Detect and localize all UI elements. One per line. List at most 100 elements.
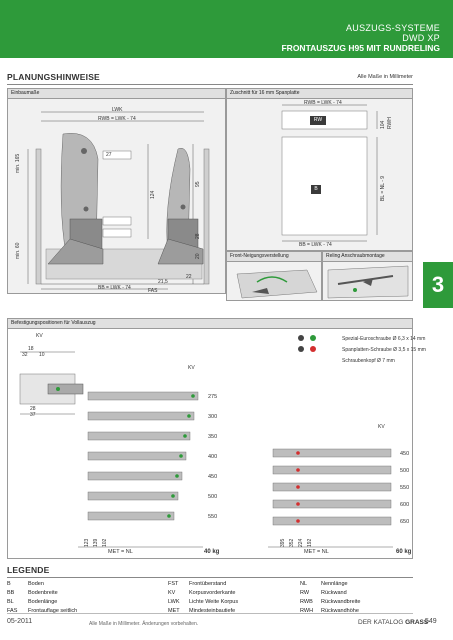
footer-note: Alle Maße in Millimeter. Änderungen vorb…: [89, 621, 199, 627]
panel-front-neigung: Front-Neigungsverstellung: [226, 251, 322, 301]
legend-key: LWK: [168, 599, 180, 605]
screw-label: Schraubenkopf Ø 7 mm: [342, 358, 395, 364]
legend-key: BB: [7, 590, 15, 596]
panel-title: Zuschnitt für 16 mm Spanplatte: [227, 89, 412, 99]
dim-95: 95: [195, 181, 201, 187]
legend-row: NL Nennlänge: [300, 581, 360, 590]
section-title-planung: PLANUNGSHINWEISE: [7, 72, 100, 82]
min-60-label: min. 60: [15, 242, 21, 259]
load-left: 40 kg: [204, 549, 220, 555]
nl-length-left: 400: [208, 454, 218, 460]
met-nl-left: MET = NL: [108, 549, 133, 555]
legend-row: LWK Lichte Weite Korpus: [168, 599, 238, 608]
dim-37: 37: [30, 412, 36, 418]
dim-22: 22: [186, 274, 192, 280]
screw-point: [191, 394, 195, 398]
kv-label: KV: [36, 333, 43, 339]
fas-label: FAS: [148, 288, 158, 294]
screw-point: [179, 454, 183, 458]
rwb-label: RWB = LWK - 74: [98, 116, 136, 122]
legend-row: BB Bodenbreite: [7, 590, 77, 599]
chapter-tab: 3: [423, 262, 453, 308]
runner-right: [272, 499, 392, 509]
runner-right: [272, 482, 392, 492]
legend-key: KV: [168, 590, 176, 596]
legend-key: B: [7, 581, 11, 587]
nl-length-left: 450: [208, 474, 218, 480]
legend-value: Mindesteinbautiefe: [189, 608, 236, 614]
dim-18: 18: [28, 346, 34, 352]
screw-point: [296, 451, 300, 455]
dim-20: 20: [195, 253, 201, 259]
rwh-value: 104: [380, 120, 386, 129]
min-165-label: min. 165: [15, 153, 21, 173]
panel-title: Reling Anschraubmontage: [323, 252, 412, 262]
zuschnitt-bb: BB = LWK - 74: [299, 242, 332, 248]
met-nl-right: MET = NL: [304, 549, 329, 555]
front-drawing: [236, 269, 318, 299]
legend-key: RW: [300, 590, 310, 596]
legend-key: NL: [300, 581, 308, 587]
screw-icon: [298, 335, 304, 341]
catalog-name: DER KATALOG: [358, 619, 404, 626]
header-band: AUSZUGS-SYSTEME DWD XP FRONTAUSZUG H95 M…: [0, 0, 453, 58]
legend-value: Nennlänge: [321, 581, 348, 587]
runner-right: [272, 448, 392, 458]
legend-row: RWB Rückwandbreite: [300, 599, 360, 608]
rw-box: RW: [310, 116, 326, 125]
legend-value: Frontüberstand: [189, 581, 227, 587]
panel-title: Front-Neigungsverstellung: [227, 252, 321, 262]
legend-key: RWB: [300, 599, 313, 605]
screw-point: [296, 468, 300, 472]
legend-key: BL: [7, 599, 14, 605]
screw-point: [296, 502, 300, 506]
kv-left: KV: [188, 365, 195, 371]
dim-28: 28: [30, 406, 36, 412]
screw-point: [175, 474, 179, 478]
nl-length-right: 600: [400, 502, 410, 508]
nl-length-left: 350: [208, 434, 218, 440]
page-number: 549: [425, 618, 437, 625]
screw-icon: [298, 346, 304, 352]
screw-point: [167, 514, 171, 518]
footer-divider: [7, 613, 413, 614]
panel-reling: Reling Anschraubmontage: [322, 251, 413, 301]
legend-key: FAS: [7, 608, 18, 614]
runner-left: [87, 491, 179, 501]
divider: [7, 577, 413, 578]
screw-label: Spezial-Euroschraube Ø 6,3 x 14 mm: [342, 336, 426, 342]
header-line-2: DWD XP: [402, 33, 440, 43]
panel-befestigung: Befestigungspositionen für Vollauszug Sp…: [7, 318, 426, 559]
kv-right: KV: [378, 424, 385, 430]
screw-point: [296, 485, 300, 489]
legend-value: Bodenbreite: [28, 590, 58, 596]
legend-title: LEGENDE: [7, 565, 50, 575]
runner-left: [87, 451, 187, 461]
panel-zuschnitt: Zuschnitt für 16 mm Spanplatte RWB = LWK…: [226, 88, 413, 251]
runner-right: [272, 465, 392, 475]
footer-date: 05-2011: [7, 618, 33, 625]
panel-title: Einbaumaße: [8, 89, 225, 99]
load-right: 60 kg: [396, 549, 412, 555]
position-value: 352: [289, 538, 295, 547]
position-value: 395: [280, 538, 286, 547]
legend-value: Frontauflage seitlich: [28, 608, 78, 614]
legend-value: Rückwandbreite: [321, 599, 361, 605]
legend-value: Lichte Weite Korpus: [189, 599, 239, 605]
bb-label: BB = LWK - 74: [98, 285, 131, 291]
header-line-1: AUSZUGS-SYSTEME: [345, 23, 440, 33]
legend-value: Bodenlänge: [28, 599, 58, 605]
runner-left: [87, 471, 183, 481]
position-value: 102: [102, 538, 108, 547]
units-note: Alle Maße in Millimeter: [357, 74, 413, 80]
header-line-3: FRONTAUSZUG H95 MIT RUNDRELING: [281, 43, 440, 53]
dim-124: 124: [150, 190, 156, 199]
screw-point: [187, 414, 191, 418]
